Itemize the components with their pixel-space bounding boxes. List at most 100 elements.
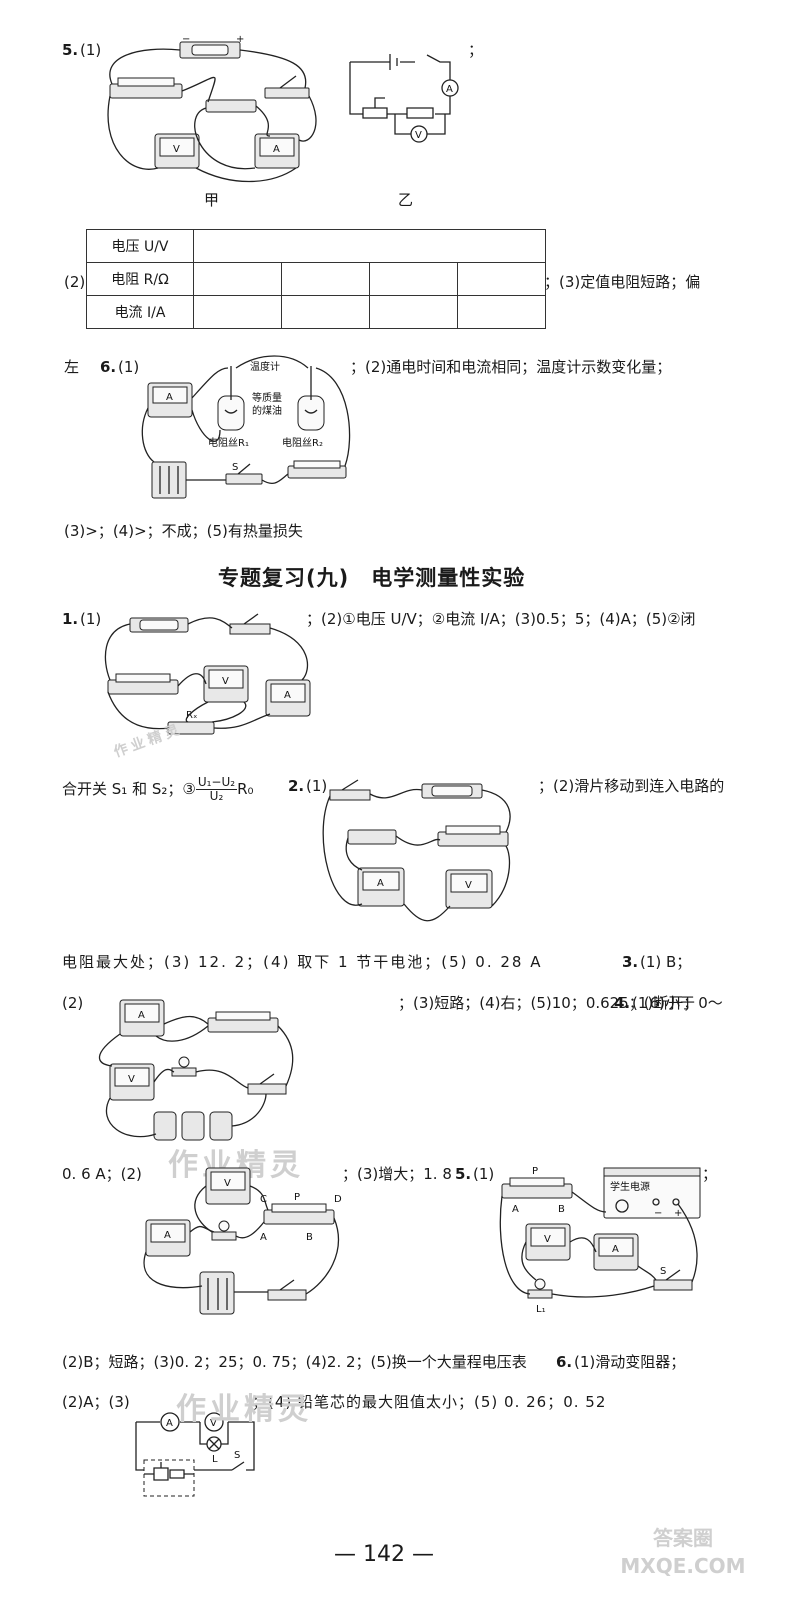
- label-b: B: [306, 1232, 313, 1243]
- label-c: C: [260, 1194, 267, 1205]
- table-header-resistance: 电阻 R/Ω: [86, 262, 194, 296]
- r2-label: 电阻丝R₂: [282, 436, 323, 449]
- q5-circuit-photo-figure: − + V A: [100, 34, 330, 186]
- s9-q6-schematic-figure: A V L S: [134, 1410, 264, 1500]
- q5-semicolon: ；: [468, 41, 484, 59]
- s9-q4-circuit-figure: V C P D A B A: [136, 1162, 342, 1322]
- svg-text:+: +: [236, 34, 244, 45]
- label-p: P: [294, 1192, 300, 1203]
- table-row: 电阻 R/Ω: [86, 262, 546, 296]
- switch-s-label: S: [232, 462, 238, 473]
- s9-q2-answer-line2: 电阻最大处；(3) 12. 2；(4) 取下 1 节干电池；(5) 0. 28 …: [62, 953, 543, 971]
- s9-q4-number: 4.: [614, 994, 631, 1012]
- s9-q3-number: 3.: [622, 953, 639, 971]
- q5-part2: (2): [64, 273, 86, 291]
- q5-answer-line2: 左: [64, 358, 80, 376]
- s9-q5-label-s: S: [660, 1266, 666, 1277]
- s9-q6-number: 6.: [556, 1353, 573, 1371]
- table-row: 电压 U/V: [86, 229, 546, 263]
- s9-q2-number: 2.: [288, 777, 305, 795]
- s9-q5-answer-line2: (2)B；短路；(3)0. 2；25；0. 75；(4)2. 2；(5)换一个大…: [62, 1353, 527, 1371]
- svg-text:A: A: [138, 1010, 145, 1021]
- s9-q5-label-l1: L₁: [536, 1304, 546, 1315]
- s9-q3-answer-part1: (1) B；: [640, 953, 692, 971]
- ammeter-symbol-label: A: [166, 1418, 173, 1429]
- oil-label-1: 等质量: [252, 391, 282, 404]
- lamp-label: L: [212, 1454, 218, 1465]
- s9-q2-part1: (1): [306, 777, 328, 795]
- s9-q1-line2-text: 合开关 S₁ 和 S₂；③: [62, 780, 196, 798]
- s9-q5-circuit-figure: P A B 学生电源 −+ V A L₁ S: [496, 1166, 706, 1315]
- svg-text:V: V: [222, 676, 229, 687]
- s9-q5-semicolon: ；: [702, 1165, 718, 1183]
- s9-q1-number: 1.: [62, 610, 79, 628]
- oil-label-2: 的煤油: [252, 404, 282, 417]
- svg-text:A: A: [273, 144, 280, 155]
- s9-q5-label-b: B: [558, 1204, 565, 1215]
- page-number: — 142 —: [334, 1542, 434, 1567]
- svg-text:V: V: [173, 144, 180, 155]
- q5-answer-after-table: ；(3)定值电阻短路；偏: [544, 273, 701, 291]
- s9-q5-label-a: A: [512, 1204, 519, 1215]
- section-title: 专题复习(九) 电学测量性实验: [218, 566, 526, 590]
- svg-text:A: A: [164, 1230, 171, 1241]
- s9-q4-answer-line2: 0. 6 A；(2): [62, 1165, 142, 1183]
- label-d: D: [334, 1194, 342, 1205]
- voltmeter-symbol-label: V: [210, 1418, 217, 1429]
- s9-q4-answer-text2: ；(3)增大；1. 8: [342, 1165, 452, 1183]
- q5-circuit-schematic-figure: A V: [345, 52, 465, 152]
- q6-number: 6.: [100, 358, 117, 376]
- table-cell: [193, 262, 282, 296]
- q6-answer-line3: (3)>；(4)>；不成；(5)有热量损失: [64, 522, 303, 540]
- s9-q1-circuit-figure: V A Rₓ: [102, 610, 320, 745]
- fraction-denominator: U₂: [209, 789, 224, 803]
- q6-heating-experiment-figure: A 温度计 等质量 的煤油 电阻丝R₁ 电阻丝R₂ S: [140, 358, 355, 503]
- table-cell: [457, 262, 546, 296]
- s9-q4-answer-part1: (1)断开；0～: [632, 994, 723, 1012]
- svg-text:−: −: [654, 1208, 662, 1219]
- svg-text:V: V: [128, 1074, 135, 1085]
- svg-text:A: A: [446, 84, 453, 95]
- s9-q5-label-p: P: [532, 1166, 538, 1177]
- s9-q1-part1: (1): [80, 610, 102, 628]
- figure-label-jia: 甲: [204, 191, 220, 209]
- table-cell: [281, 295, 370, 329]
- s9-q6-answer-line2a: (2)A；(3): [62, 1393, 130, 1411]
- svg-text:A: A: [612, 1244, 619, 1255]
- switch-label: S: [234, 1450, 240, 1461]
- q5-part1: (1): [80, 41, 102, 59]
- s9-q3-circuit-figure: A V: [96, 994, 308, 1144]
- corner-logo: 答案圈 MXQE.COM: [620, 1526, 746, 1578]
- svg-text:V: V: [544, 1234, 551, 1245]
- svg-text:A: A: [284, 690, 291, 701]
- table-cell: [193, 295, 282, 329]
- svg-text:V: V: [415, 130, 422, 141]
- svg-text:−: −: [182, 34, 190, 45]
- s9-q1-answer-text: ；(2)①电压 U/V；②电流 I/A；(3)0.5；5；(4)A；(5)②闭: [306, 610, 696, 628]
- q6-part1: (1): [118, 358, 140, 376]
- svg-text:A: A: [377, 878, 384, 889]
- table-row: 电流 I/A: [86, 295, 546, 329]
- s9-q2-circuit-figure: A V: [322, 776, 516, 926]
- label-a: A: [260, 1232, 267, 1243]
- q5-data-table: 电压 U/V 电阻 R/Ω 电流 I/A: [86, 229, 546, 329]
- watermark-text-2: 作业精灵: [176, 1392, 312, 1427]
- s9-q5-part1: (1): [473, 1165, 495, 1183]
- table-header-voltage: 电压 U/V: [86, 229, 194, 263]
- s9-q1-rx-label: Rₓ: [186, 710, 197, 721]
- s9-q6-answer-part1: (1)滑动变阻器；: [574, 1353, 686, 1371]
- s9-q6-answer-line2b: ；(4) 铅笔芯的最大阻值太小；(5) 0. 26；0. 52: [252, 1393, 607, 1411]
- table-cell: [457, 295, 546, 329]
- s9-q3-part2: (2): [62, 994, 84, 1012]
- q5-number: 5.: [62, 41, 79, 59]
- svg-text:A: A: [166, 392, 173, 403]
- r0-symbol: R₀: [237, 780, 254, 798]
- thermometer-label: 温度计: [250, 360, 280, 373]
- svg-text:+: +: [674, 1208, 682, 1219]
- s9-q3-answer-text2: ；(3)短路；(4)右；(5)10；0.625；(6)小于: [398, 994, 696, 1012]
- q6-answer-text1: ；(2)通电时间和电流相同；温度计示数变化量；: [350, 358, 672, 376]
- table-cell: [281, 262, 370, 296]
- figure-label-yi: 乙: [398, 191, 414, 209]
